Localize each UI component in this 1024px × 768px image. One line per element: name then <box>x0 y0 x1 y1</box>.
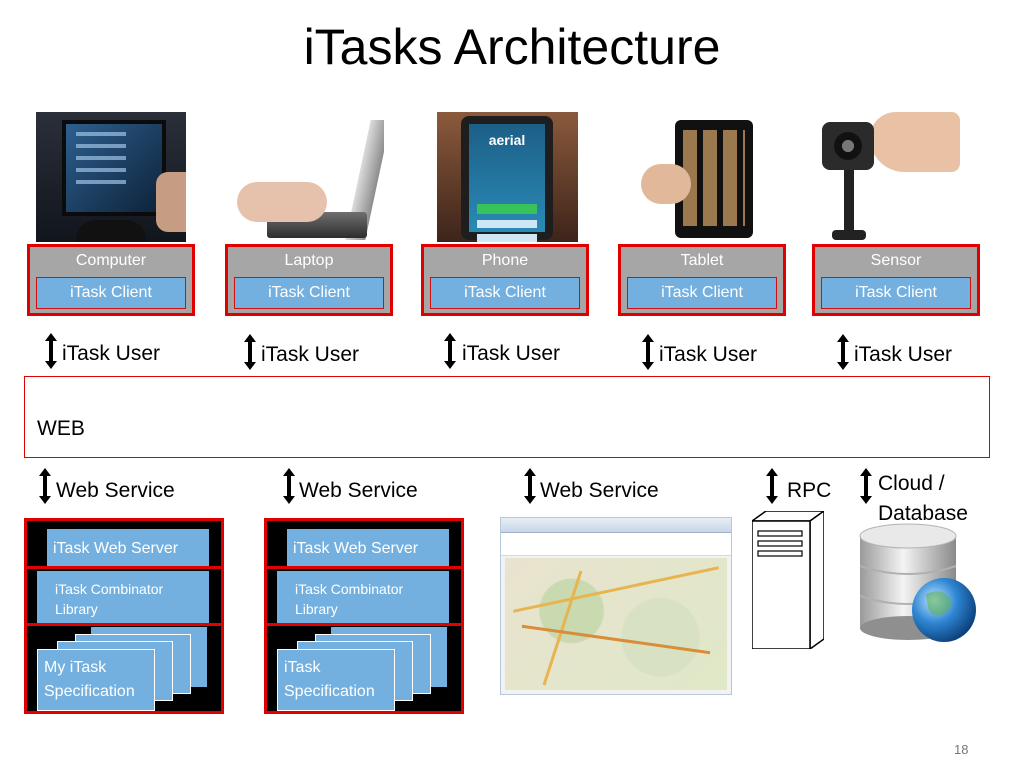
itask-user-label: iTask User <box>261 343 360 366</box>
itask-client-box: iTask Client <box>627 277 777 309</box>
double-arrow-icon <box>39 468 51 504</box>
itask-combinator-library-box: iTask Combinator Library <box>277 571 449 623</box>
web-service-label: Web Service <box>56 479 175 502</box>
device-box-laptop: Laptop iTask Client <box>225 244 393 316</box>
double-arrow-icon <box>244 334 256 370</box>
itask-client-box: iTask Client <box>821 277 971 309</box>
device-box-phone: Phone iTask Client <box>421 244 589 316</box>
double-arrow-icon <box>45 333 57 369</box>
itask-user-label: iTask User <box>854 343 953 366</box>
itask-specification-box: iTask Specification <box>277 649 395 711</box>
computer-image <box>36 112 186 242</box>
itask-web-server-box: iTask Web Server <box>287 529 449 569</box>
itask-web-server-box: iTask Web Server <box>47 529 209 569</box>
device-box-tablet: Tablet iTask Client <box>618 244 786 316</box>
laptop-image <box>237 112 384 242</box>
tablet-image <box>637 112 785 242</box>
device-name: Computer <box>75 252 147 269</box>
itask-client-box: iTask Client <box>36 277 186 309</box>
double-arrow-icon <box>524 468 536 504</box>
web-service-label: Web Service <box>540 479 659 502</box>
phone-image: aerial <box>437 112 578 242</box>
map-web-service-image <box>500 517 732 695</box>
server-tower-icon <box>752 511 824 649</box>
itask-user-label: iTask User <box>462 342 561 365</box>
itask-user-label: iTask User <box>659 343 758 366</box>
web-service-label: Web Service <box>299 479 418 502</box>
double-arrow-icon <box>444 333 456 369</box>
itask-server-stack: iTask Web Server iTask Combinator Librar… <box>264 518 464 714</box>
double-arrow-icon <box>837 334 849 370</box>
rpc-label: RPC <box>787 479 832 502</box>
itask-client-box: iTask Client <box>430 277 580 309</box>
cloud-database-label: Cloud / Database <box>878 472 968 525</box>
double-arrow-icon <box>283 468 295 504</box>
device-name: Sensor <box>870 252 922 269</box>
phone-screen-text: aerial <box>488 132 526 148</box>
device-name: Laptop <box>284 252 334 269</box>
device-box-sensor: Sensor iTask Client <box>812 244 980 316</box>
double-arrow-icon <box>642 334 654 370</box>
itask-specification-box: My iTask Specification <box>37 649 155 711</box>
web-layer-box: WEB <box>24 376 990 458</box>
itask-client-box: iTask Client <box>234 277 384 309</box>
double-arrow-icon <box>860 468 872 504</box>
device-name: Phone <box>481 252 529 269</box>
itask-server-stack: iTask Web Server iTask Combinator Librar… <box>24 518 224 714</box>
sensor-image <box>820 112 960 242</box>
device-name: Tablet <box>680 252 724 269</box>
slide-title: iTasks Architecture <box>303 19 721 75</box>
web-label: WEB <box>37 417 85 440</box>
database-globe-icon <box>859 523 976 642</box>
itask-user-label: iTask User <box>62 342 161 365</box>
double-arrow-icon <box>766 468 778 504</box>
itask-combinator-library-box: iTask Combinator Library <box>37 571 209 623</box>
page-number: 18 <box>954 742 969 757</box>
device-box-computer: Computer iTask Client <box>27 244 195 316</box>
